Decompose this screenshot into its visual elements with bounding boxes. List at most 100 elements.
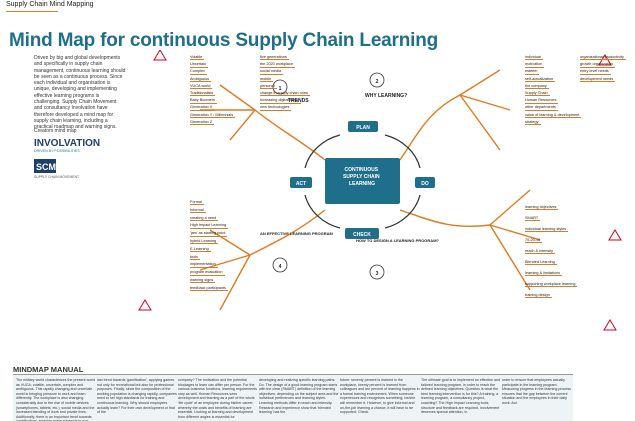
map-node: Volatile — [190, 55, 205, 61]
map-node: creating a need — [190, 215, 219, 221]
center-label-line2: SUPPLY CHAIN — [343, 174, 380, 180]
mind-map: CONTINUOUS SUPPLY CHAIN LEARNING PLAN DO… — [138, 50, 622, 331]
logo2-sub: SUPPLY CHAIN MOVEMENT — [34, 175, 79, 179]
map-node: learning & limitations — [525, 271, 563, 277]
center-node — [325, 158, 400, 204]
map-node: warning signs — [190, 278, 216, 284]
map-node: Informal — [190, 207, 206, 214]
branch-trends — [254, 109, 326, 161]
section-1-label: TRENDS — [288, 98, 309, 104]
subbranch-why — [459, 69, 511, 151]
logo2-name: SCM — [36, 162, 56, 172]
map-node: strategy — [525, 119, 541, 126]
map-node: hybrid Learning — [190, 239, 219, 245]
map-node: Supply Chain — [525, 91, 550, 97]
map-node: feedback participants — [190, 285, 228, 292]
pdca-cycle — [304, 134, 421, 229]
map-node: supporting workplace learning — [525, 282, 578, 288]
map-node: reach & intensity — [525, 249, 556, 255]
map-node: SMART — [525, 216, 541, 222]
mind-map-branches — [199, 69, 541, 311]
cycle-arrow-do-check — [384, 194, 421, 229]
map-node: esteem — [525, 69, 540, 75]
map-node: 'jam' as starting point — [190, 231, 228, 237]
manual-column: The military world characterizes the pre… — [16, 378, 96, 421]
map-node: VUCA world — [190, 83, 213, 90]
act-label: ACT — [296, 181, 306, 187]
branch-how — [399, 209, 491, 228]
map-node: Human Resources — [525, 98, 559, 104]
map-node: development needs — [580, 76, 616, 82]
warning-sign-icon — [608, 229, 622, 241]
cycle-arrow-check-act — [304, 194, 341, 229]
branch-why — [399, 94, 461, 161]
map-node: value of learning & development — [525, 112, 582, 118]
subbranch-how — [489, 189, 541, 291]
map-node: Generation Y / Millennials — [190, 112, 236, 118]
warning-sign-icon — [153, 50, 167, 61]
map-node: personal — [260, 83, 277, 90]
map-node: individual learning styles — [525, 227, 569, 233]
intro-text: Driven by big and global developments an… — [34, 55, 126, 131]
map-node: High Impact Learning — [190, 223, 229, 229]
center-label: CONTINUOUS SUPPLY CHAIN LEARNING — [343, 167, 381, 187]
involvation-logo: INVOLVATION DRIVEN BY POSSIBILITIES — [34, 138, 100, 153]
cycle-arrow-plan-do — [384, 134, 421, 169]
section-3-num: 3 — [376, 271, 379, 277]
warning-sign-icon — [138, 299, 152, 311]
map-node: tools — [190, 254, 201, 260]
top-bar: Supply Chain Mind Mapping — [0, 0, 635, 13]
map-node: Uncertain — [190, 62, 209, 68]
section-1-num: 1 — [279, 86, 282, 92]
do-box — [415, 177, 435, 188]
section-4-label: AN EFFECTIVE LEARNING PROGRAM — [260, 231, 334, 236]
check-label: CHECK — [353, 232, 371, 238]
act-box — [290, 177, 312, 188]
map-node: the company — [525, 83, 549, 90]
center-label-line1: CONTINUOUS — [344, 167, 378, 173]
creators-label: Creators mind map — [34, 128, 77, 134]
section-4-marker — [272, 257, 288, 273]
logo1-tagline: DRIVEN BY POSSIBILITIES — [34, 149, 80, 153]
map-node: program evaluation — [190, 270, 225, 276]
logo1-name: INVOLVATION — [34, 138, 100, 149]
map-node: five generations — [260, 55, 289, 61]
section-3-marker — [369, 264, 385, 280]
section-underline — [6, 11, 58, 12]
map-node: E-Learning — [190, 246, 211, 253]
plan-box — [348, 121, 378, 132]
map-node: Formal — [190, 200, 204, 206]
map-node: training design — [525, 293, 552, 299]
section-label: Supply Chain Mind Mapping — [6, 1, 94, 8]
manual-panel — [13, 375, 573, 421]
center-label-line3: LEARNING — [349, 181, 375, 187]
manual-column: The ultimate goal is to implement an eff… — [421, 378, 501, 415]
manual-title: MINDMAP MANUAL — [13, 365, 84, 374]
map-node: social media — [260, 69, 284, 75]
scm-logo-block — [34, 159, 56, 173]
map-node: individual — [525, 55, 543, 61]
warning-sign-icon — [603, 319, 617, 331]
map-node: 70-20-10 — [525, 238, 543, 244]
map-node: Ambiguous — [190, 76, 211, 82]
map-node: other departments — [525, 105, 558, 111]
section-3-label: HOW TO DESIGN A LEARNING PROGRAM? — [356, 238, 440, 243]
map-node: Traditionalists — [190, 91, 216, 97]
do-label: DO — [421, 181, 429, 187]
map-node: Complex — [190, 69, 207, 75]
map-node: mobile — [260, 76, 274, 82]
map-node: Generation X — [190, 105, 215, 111]
section-4-num: 4 — [279, 264, 282, 270]
map-node: learning objectives — [525, 205, 559, 211]
map-node: new technologies — [260, 105, 292, 111]
map-node: self-actualization — [525, 76, 556, 82]
section-2-marker — [369, 72, 385, 88]
section-2-label: WHY LEARNING? — [365, 93, 407, 99]
manual-column: last trend towards 'gamification', apply… — [97, 378, 177, 415]
plan-label: PLAN — [356, 125, 370, 131]
page-title: Mind Map for continuous Supply Chain Lea… — [9, 30, 439, 51]
map-node: increasing digitalization — [260, 98, 302, 104]
map-node: organizational productivity — [580, 55, 626, 61]
map-node: Baby Boomers — [190, 98, 217, 104]
manual-column: developing and realizing specific learni… — [259, 378, 339, 415]
